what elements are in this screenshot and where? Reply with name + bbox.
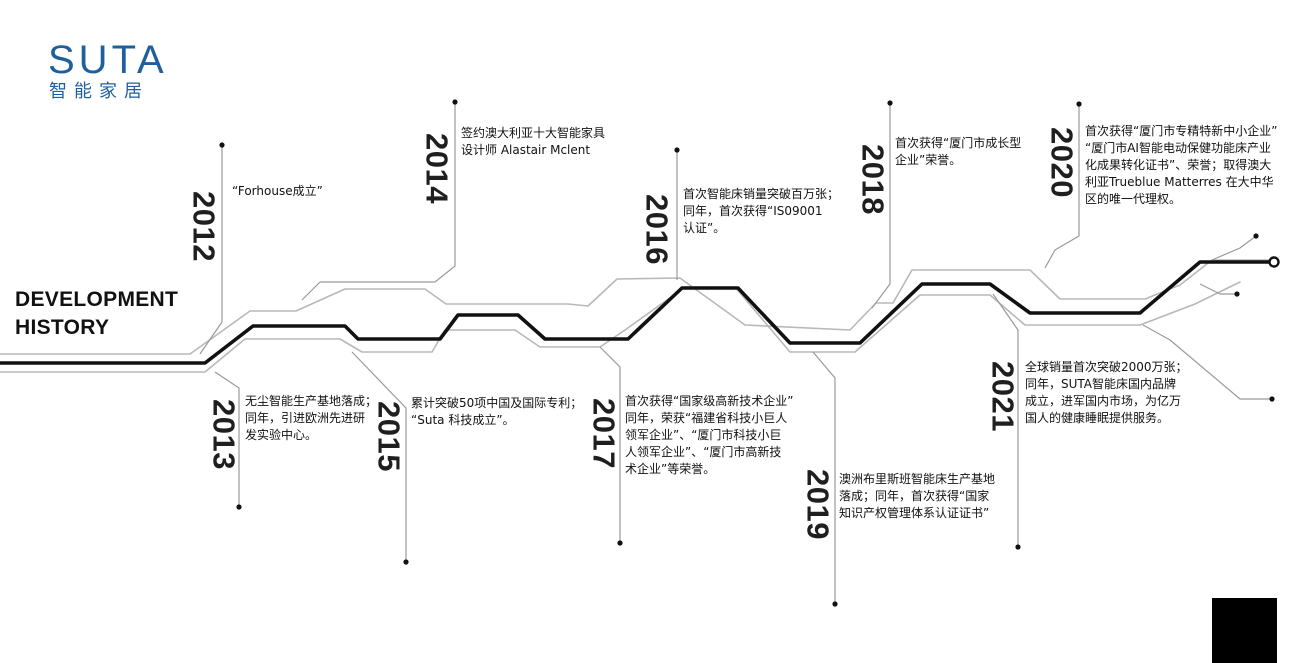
branch-right-top bbox=[1211, 235, 1257, 261]
dot-2013 bbox=[236, 504, 242, 510]
milestone-text-2013: 无尘智能生产基地落成； 同年，引进欧洲先进研 发实验中心。 bbox=[245, 394, 378, 442]
milestone-text-2012: “Forhouse成立” bbox=[232, 184, 323, 198]
branch-right-mid bbox=[1199, 283, 1237, 295]
dot-2021 bbox=[1015, 544, 1021, 550]
connector-2017 bbox=[599, 346, 621, 543]
suta-logo: SUTA 智能家居 bbox=[48, 40, 168, 102]
dot-branch-top bbox=[1253, 233, 1259, 239]
page-title-line-1: DEVELOPMENT bbox=[15, 288, 179, 311]
dot-2017 bbox=[617, 540, 623, 546]
year-label-2014: 2014 bbox=[419, 133, 455, 204]
dot-branch-mid bbox=[1234, 291, 1240, 297]
year-label-2013: 2013 bbox=[206, 399, 242, 470]
year-label-2018: 2018 bbox=[855, 144, 891, 215]
dot-2012 bbox=[219, 142, 225, 148]
milestone-text-2018: 首次获得“厦门市成长型 企业”荣誉。 bbox=[895, 136, 1022, 167]
connector-2015 bbox=[351, 351, 407, 562]
year-label-2017: 2017 bbox=[586, 398, 622, 469]
milestone-text-2015: 累计突破50项中国及国际专利； “Suta 科技成立”。 bbox=[411, 396, 583, 427]
dot-2015 bbox=[403, 559, 409, 565]
page-title: DEVELOPMENT HISTORY bbox=[15, 286, 178, 342]
milestone-connectors bbox=[199, 102, 1272, 604]
milestone-text-2016: 首次智能床销量突破百万张； 同年，首次获得“IS09001 认证”。 bbox=[683, 187, 840, 235]
milestone-text-2021: 全球销量首次突破2000万张； 同年，SUTA智能床国内品牌 成立，进军国内市场… bbox=[1025, 360, 1188, 425]
connector-2020 bbox=[1044, 104, 1080, 269]
connector-2013 bbox=[214, 371, 240, 507]
end-node-icon bbox=[1268, 256, 1280, 268]
milestone-text-2020: 首次获得“厦门市专精特新中小企业” “厦门市AI智能电动保健功能床产业 化成果转… bbox=[1085, 124, 1278, 206]
timeline-main-path bbox=[0, 260, 1276, 365]
year-label-2016: 2016 bbox=[639, 194, 675, 265]
dot-2014 bbox=[452, 99, 458, 105]
milestone-endpoint-dots bbox=[219, 99, 1275, 607]
corner-black-block bbox=[1212, 598, 1277, 663]
dot-2016 bbox=[674, 147, 680, 153]
lower-grey-path bbox=[0, 281, 1241, 373]
milestone-text-2014: 签约澳大利亚十大智能家具 设计师 Alastair Mclent bbox=[461, 126, 606, 157]
connector-2014 bbox=[301, 102, 456, 301]
connector-2019 bbox=[812, 351, 836, 604]
dot-2020 bbox=[1076, 101, 1082, 107]
timeline-secondary-paths bbox=[0, 259, 1276, 373]
main-black-path bbox=[0, 260, 1276, 365]
logo-wordmark: SUTA bbox=[48, 38, 168, 82]
dot-2019 bbox=[832, 601, 838, 607]
upper-grey-path bbox=[0, 259, 1276, 355]
page-title-line-2: HISTORY bbox=[15, 316, 110, 339]
connector-2012 bbox=[199, 145, 223, 355]
logo-tagline: 智能家居 bbox=[49, 81, 149, 102]
dot-branch-low bbox=[1269, 396, 1275, 402]
connector-2018 bbox=[871, 103, 891, 309]
timeline-end-marker bbox=[1268, 256, 1280, 268]
year-label-2021: 2021 bbox=[985, 361, 1021, 432]
year-label-2020: 2020 bbox=[1044, 127, 1080, 198]
branch-right-low bbox=[1142, 324, 1272, 400]
dot-2018 bbox=[887, 100, 893, 106]
milestone-text-2019: 澳洲布里斯班智能床生产基地 落成；同年，首次获得“国家 知识产权管理体系认证证书… bbox=[839, 472, 996, 520]
year-label-2012: 2012 bbox=[186, 191, 222, 262]
milestone-text-2017: 首次获得“国家级高新技术企业” 同年，荣获“福建省科技小巨人 领军企业”、“厦门… bbox=[625, 394, 794, 476]
connector-2021 bbox=[992, 293, 1019, 547]
